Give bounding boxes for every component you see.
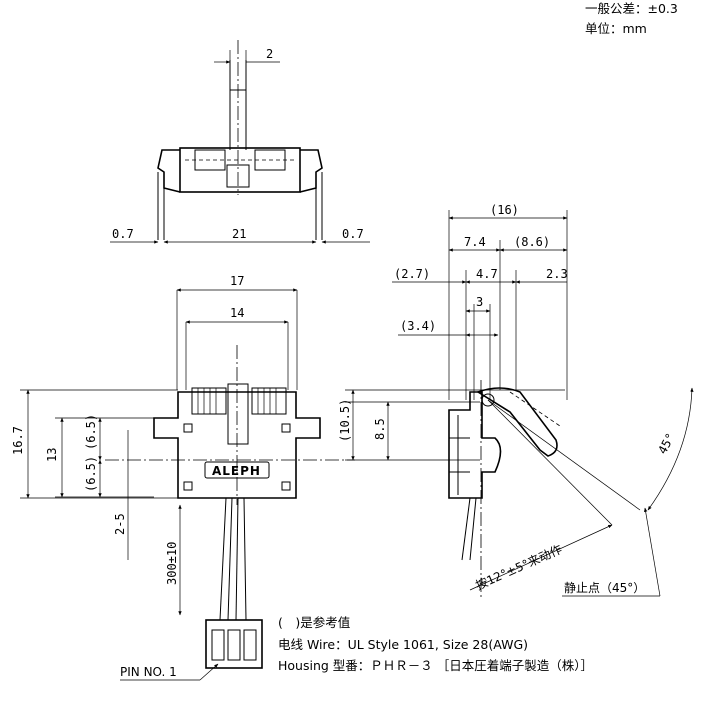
reference-note: ( )是参考值 — [278, 615, 350, 630]
dim-6-5-top: (6.5) — [84, 414, 98, 450]
dim-8-5: 8.5 — [373, 418, 387, 440]
dim-17: 17 — [230, 274, 244, 288]
dim-16: (16) — [490, 203, 519, 217]
header-notes: 一般公差：±0.3 单位：mm — [585, 1, 678, 36]
wire-note: 电线 Wire：UL Style 1061, Size 28(AWG) — [278, 637, 528, 652]
side-view: (16) 7.4 (8.6) (2.7) 4.7 2.3 3 (3.4) (10… — [338, 203, 694, 600]
dim-3: 3 — [476, 295, 483, 309]
pin-no-1-label: PIN NO. 1 — [120, 665, 177, 679]
dim-21: 21 — [232, 227, 246, 241]
actuation-label: 按12°±5°来动作 — [474, 542, 565, 593]
top-view: 2 21 0.7 0.7 — [110, 40, 370, 244]
dim-16-7: 16.7 — [11, 426, 25, 455]
housing-note: Housing 型番：ＰＨＲ－３ ［日本圧着端子製造（株）］ — [278, 658, 593, 673]
dim-8-6: (8.6) — [514, 235, 550, 249]
dim-6-5-bottom: (6.5) — [84, 456, 98, 492]
dim-4-7: 4.7 — [476, 267, 498, 281]
dim-2-5: 2-5 — [113, 513, 127, 535]
dim-2-3: 2.3 — [546, 267, 568, 281]
unit-note: 单位：mm — [585, 21, 647, 36]
dim-2: 2 — [266, 47, 273, 61]
dim-2-7: (2.7) — [394, 267, 430, 281]
dim-3-4: (3.4) — [400, 319, 436, 333]
rest-point-label: 静止点（45°） — [564, 581, 645, 595]
dim-300: 300±10 — [165, 542, 179, 585]
dim-0-7-left: 0.7 — [112, 227, 134, 241]
notes: ( )是参考值 电线 Wire：UL Style 1061, Size 28(A… — [278, 615, 593, 673]
aleph-logo: ALEPH — [212, 464, 261, 478]
tolerance-note: 一般公差：±0.3 — [585, 1, 678, 16]
dim-14: 14 — [230, 306, 244, 320]
dim-7-4: 7.4 — [464, 235, 486, 249]
dim-13: 13 — [45, 448, 59, 462]
front-view: 17 14 ALEPH — [11, 274, 355, 681]
dim-10-5: (10.5) — [338, 399, 352, 442]
angle-45: 45° — [655, 431, 678, 457]
dim-0-7-right: 0.7 — [342, 227, 364, 241]
